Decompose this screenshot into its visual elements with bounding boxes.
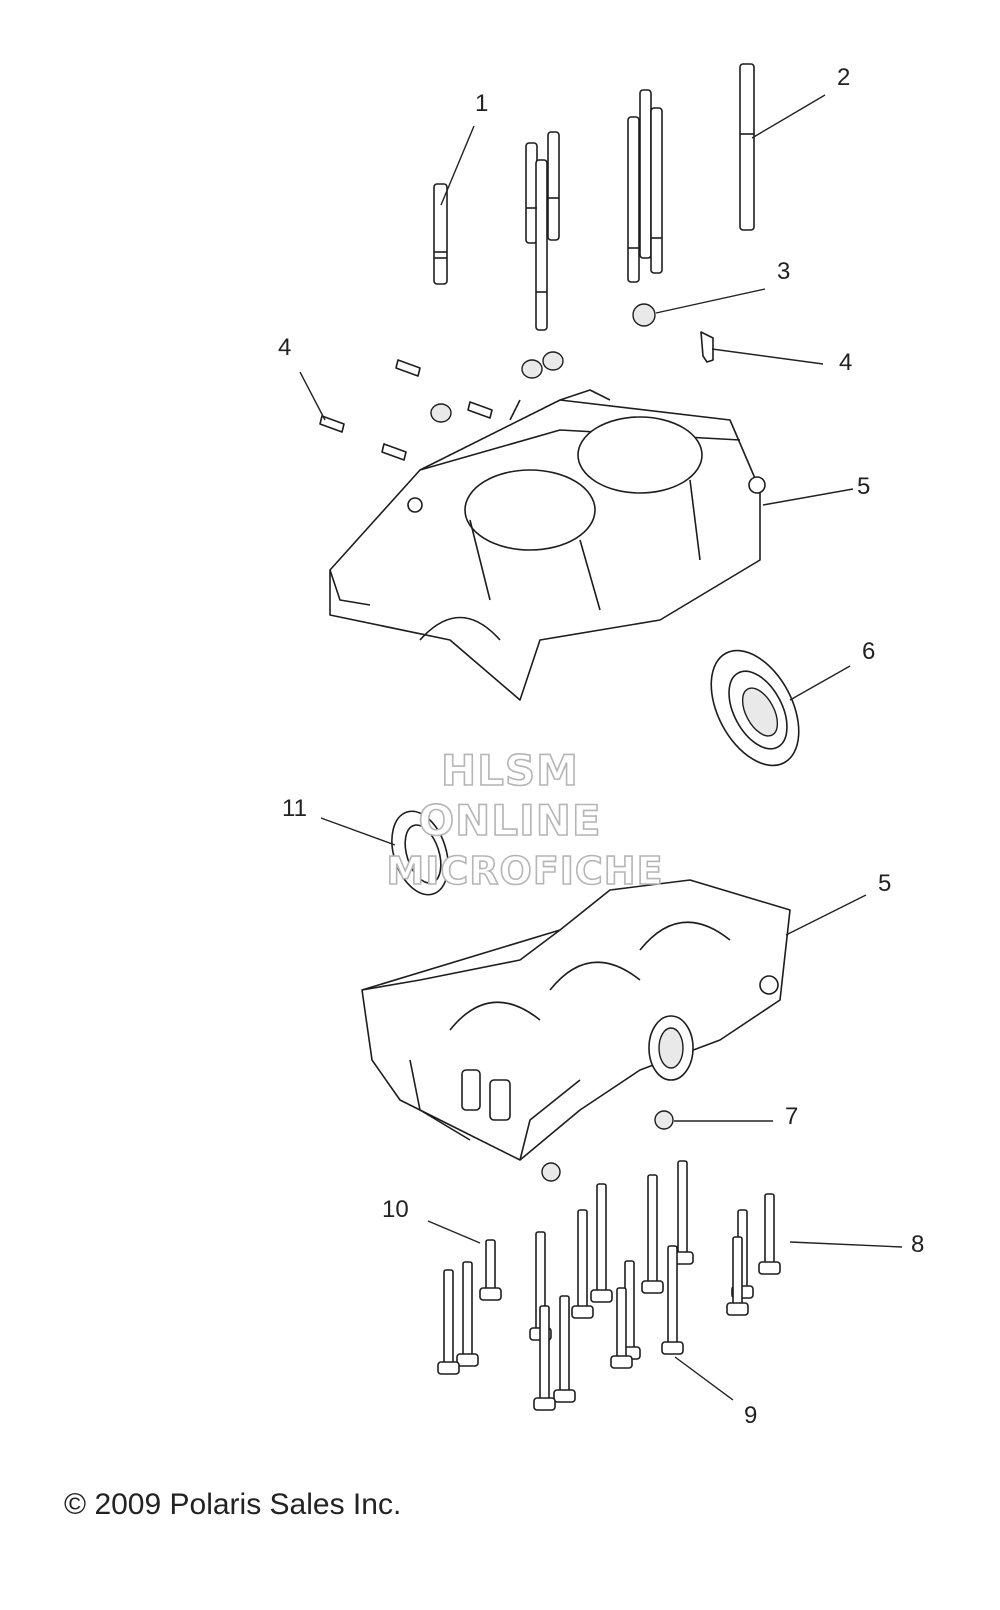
callout-10: 10: [382, 1196, 409, 1223]
stud-part-2: [627, 63, 755, 283]
callout-9: 9: [744, 1402, 758, 1429]
callout-4-right: 4: [839, 349, 853, 376]
bolt-part-10: [437, 1239, 502, 1375]
callout-1: 1: [475, 90, 489, 117]
bolt-part-8: [641, 1160, 781, 1316]
watermark-line-2: ONLINE: [418, 796, 602, 845]
callout-5-lower: 5: [878, 870, 892, 897]
watermark-line-3: MICROFICHE: [386, 849, 664, 893]
bolt-part-9: [529, 1183, 684, 1411]
lower-crankcase: [361, 879, 791, 1161]
callout-6: 6: [862, 638, 876, 665]
upper-crankcase: [329, 389, 766, 701]
dowel-part-7: [541, 1110, 674, 1182]
callout-11: 11: [282, 795, 307, 822]
fitting-part-4: [319, 331, 714, 461]
copyright-notice: © 2009 Polaris Sales Inc.: [64, 1488, 402, 1521]
dowel-part-3: [430, 303, 656, 423]
callout-2: 2: [837, 64, 851, 91]
callout-5-upper: 5: [857, 473, 871, 500]
callout-4-left: 4: [278, 334, 292, 361]
seal-part-6: [710, 649, 800, 767]
callout-8: 8: [911, 1231, 925, 1258]
watermark-line-1: HLSM: [440, 746, 579, 795]
leader-lines: [299, 94, 903, 1401]
callout-3: 3: [777, 258, 791, 285]
stud-part-1: [433, 131, 560, 331]
seal-part-11: [391, 810, 449, 896]
callout-7: 7: [785, 1103, 799, 1130]
